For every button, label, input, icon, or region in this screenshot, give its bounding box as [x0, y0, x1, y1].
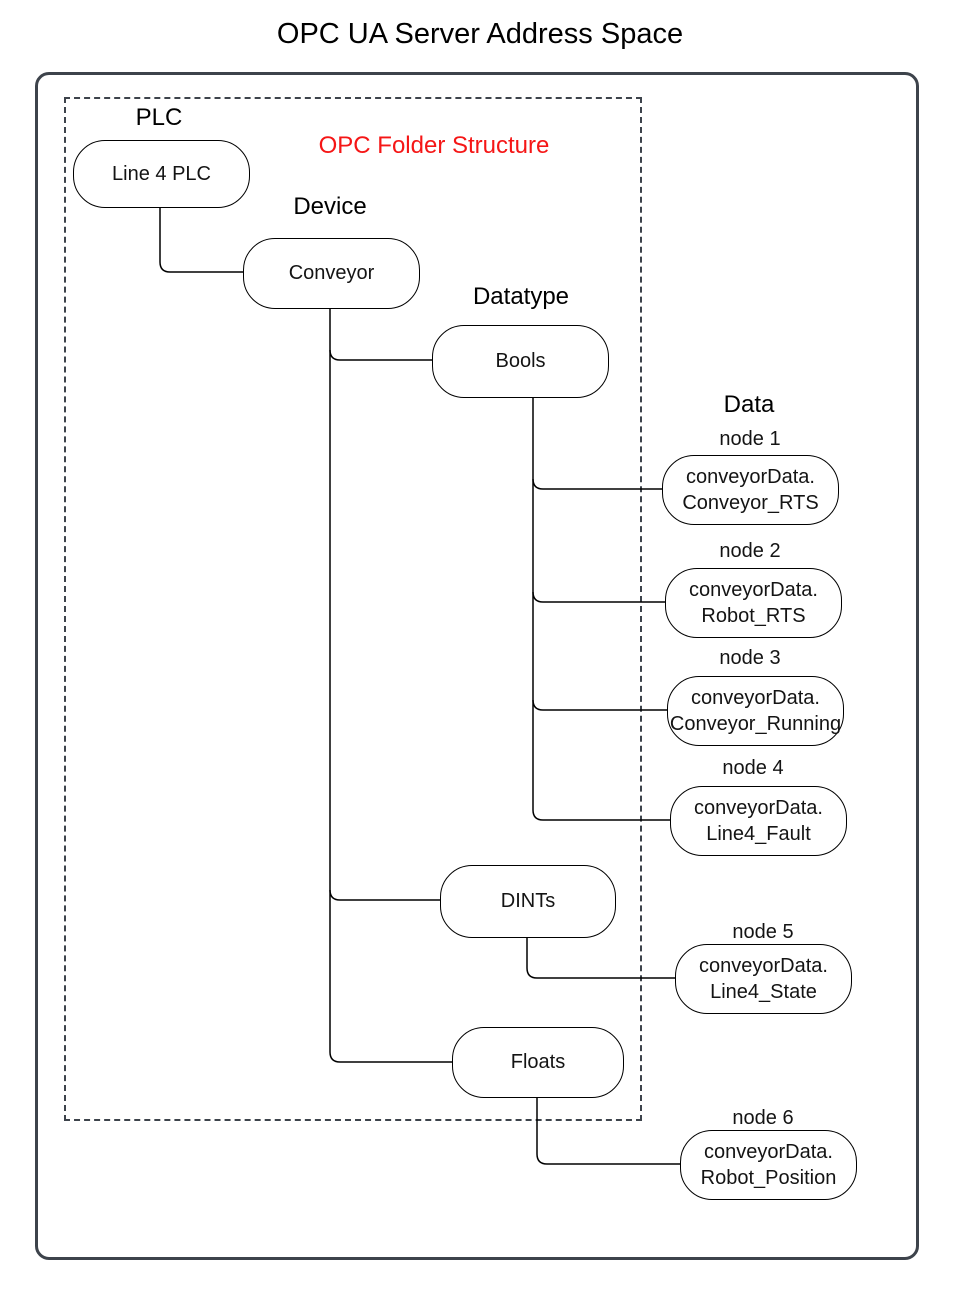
data-node-2-label: node 2 — [719, 540, 781, 562]
data-node-4: conveyorData. Line4_Fault — [670, 786, 847, 856]
data-node-4-line1: conveyorData. — [694, 797, 823, 819]
data-node-1-label: node 1 — [719, 428, 781, 450]
data-node-6-label: node 6 — [732, 1107, 794, 1129]
data-node-3-label: node 3 — [719, 647, 781, 669]
data-node-3: conveyorData. Conveyor_Running — [667, 676, 844, 746]
data-node-3-line1: conveyorData. — [691, 687, 820, 709]
connector-branch-dints — [329, 889, 440, 901]
data-node-4-label: node 4 — [722, 757, 784, 779]
datatype-node-floats: Floats — [452, 1027, 624, 1098]
connector-branch-node3 — [532, 699, 667, 711]
data-node-6-line1: conveyorData. — [704, 1141, 833, 1163]
data-node-4-line2: Line4_Fault — [706, 823, 811, 845]
data-node-1: conveyorData. Conveyor_RTS — [662, 455, 839, 525]
plc-node-line4plc: Line 4 PLC — [73, 140, 250, 208]
column-header-datatype: Datatype — [472, 283, 570, 310]
connector-floats-to-node6 — [536, 1096, 680, 1165]
datatype-node-dints: DINTs — [440, 865, 616, 938]
data-node-2: conveyorData. Robot_RTS — [665, 568, 842, 638]
diagram-title: OPC UA Server Address Space — [276, 18, 684, 50]
data-node-6-line2: Robot_Position — [700, 1167, 837, 1189]
data-node-5-line2: Line4_State — [710, 981, 817, 1003]
column-header-plc: PLC — [135, 104, 183, 131]
datatype-node-bools: Bools — [432, 325, 609, 398]
data-node-2-line2: Robot_RTS — [701, 605, 806, 627]
address-space-boundary — [35, 72, 919, 1260]
device-node-conveyor: Conveyor — [243, 238, 420, 309]
data-node-5: conveyorData. Line4_State — [675, 944, 852, 1014]
data-node-1-line1: conveyorData. — [686, 466, 815, 488]
connector-branch-bools — [329, 349, 432, 361]
connector-plc-to-conveyor — [159, 206, 243, 273]
connector-branch-node1 — [532, 478, 662, 490]
connector-branch-node2 — [532, 591, 665, 603]
data-node-3-line2: Conveyor_Running — [669, 713, 842, 735]
data-node-6: conveyorData. Robot_Position — [680, 1130, 857, 1200]
connector-bools-trunk — [532, 396, 670, 821]
opc-folder-structure-label: OPC Folder Structure — [318, 132, 550, 159]
data-node-5-line1: conveyorData. — [699, 955, 828, 977]
data-node-1-line2: Conveyor_RTS — [682, 492, 819, 514]
connector-dints-to-node5 — [526, 936, 675, 979]
data-node-5-label: node 5 — [732, 921, 794, 943]
data-node-2-line1: conveyorData. — [689, 579, 818, 601]
column-header-device: Device — [293, 193, 367, 220]
connector-conveyor-trunk — [329, 307, 452, 1063]
column-header-data: Data — [723, 391, 775, 418]
opc-folder-structure-boundary — [64, 97, 642, 1121]
